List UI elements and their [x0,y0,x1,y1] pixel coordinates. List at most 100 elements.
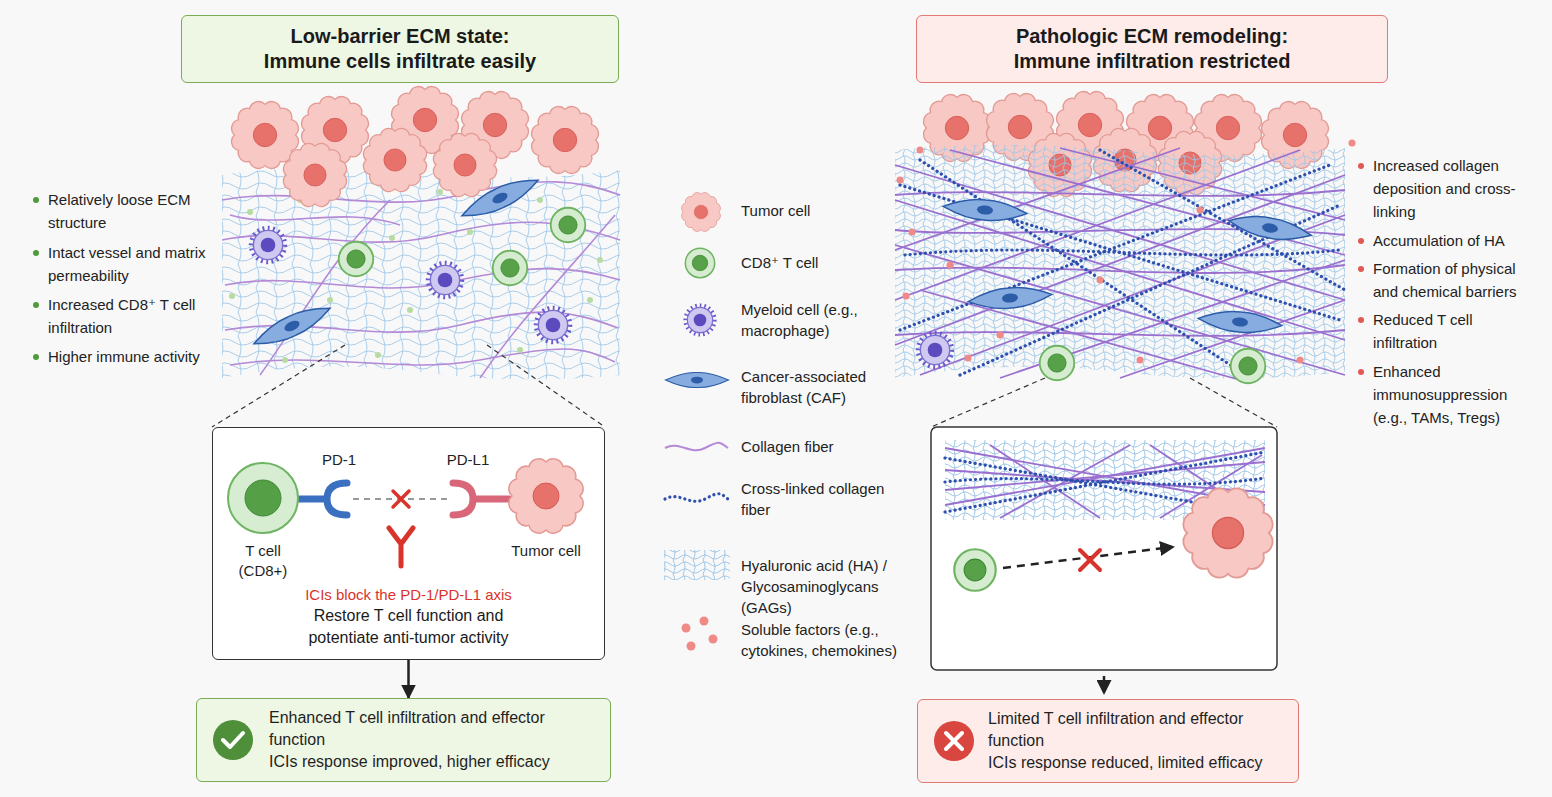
path-part [900,185,1340,320]
circle-part [245,480,281,516]
molecule-label: PD-1 [317,450,361,470]
legend-text: Collagen fiber [741,436,901,457]
legend-text: Hyaluronic acid (HA) / Glycosaminoglycan… [741,555,901,618]
outcome-box: Limited T cell infiltration and effector… [917,699,1299,783]
bullet-note: Increased collagen deposition and cross-… [1373,154,1538,223]
g-part [212,345,1277,427]
use-part [954,549,995,590]
circle-part [909,229,916,236]
g-part [897,140,1356,364]
svg-part [933,720,975,762]
use-part [250,299,335,353]
path-part [453,483,473,515]
circle-part [1297,357,1304,364]
path-part [393,491,409,507]
path-part [487,345,605,427]
path-part [920,160,1250,378]
box-text: T cell (CD8+) [223,541,303,581]
bullet-note: Reduced T cell infiltration [1373,308,1538,354]
circle-part [1137,357,1144,364]
circle-part [247,209,253,215]
circle-part [700,617,709,626]
path-part [222,182,620,202]
tumor-icon [506,456,586,541]
bullet-note: Increased CD8⁺ T cell infiltration [48,293,218,339]
legend-text: Soluble factors (e.g., cytokines, chemok… [741,619,901,661]
circle-part [327,297,333,303]
inset-box: ICIs block the PD-1/PD-L1 axisRestore T … [212,427,605,660]
circle-part [709,635,718,644]
box-text: Enhanced T cell infiltration and effecto… [269,707,600,751]
circle-part [517,347,523,353]
g-part [1080,550,1100,570]
path-part [931,378,1045,427]
bullet-note: Accumulation of HA [1373,229,1538,252]
circle-part [947,262,954,269]
path-part [230,349,615,365]
legend-text: Cancer-associated fibroblast (CAF) [741,366,901,408]
circle-part [965,355,972,362]
bullet-note: Higher immune activity [48,345,218,368]
use-part [433,133,496,196]
path-part [905,250,1340,255]
use-part [532,107,599,174]
path-part [665,443,728,451]
path-part [895,245,1345,375]
path-part [950,150,1345,255]
use-part [363,128,426,191]
use-part [685,248,714,277]
path-part [389,528,413,566]
circle-part [375,352,381,358]
circle-part [437,189,443,195]
use-part [232,102,299,169]
circle-part [282,357,288,363]
circle-part [687,642,696,651]
g-part [900,150,1345,378]
path-part [222,167,620,380]
path-part [895,330,1345,336]
path-part [1190,378,1277,427]
box-text: Low-barrier ECM state: Immune cells infi… [257,24,543,74]
circle-part [537,197,543,203]
use-part [458,171,543,225]
svg-part [506,456,586,536]
legend-text: CD8⁺ T cell [741,252,901,273]
path-part [945,478,1265,484]
path-part [900,165,1330,330]
use-part [283,143,346,206]
circle-part [229,293,235,299]
path-part [212,345,345,427]
use-part [509,459,583,533]
g-part [682,617,718,651]
circle-part [228,463,298,533]
box-body: ICIs response reduced, limited efficacy [988,752,1290,774]
molecule-label: PD-L1 [439,450,497,470]
circle-part [467,229,473,235]
use-part [1040,346,1075,381]
path-part [475,496,509,503]
box-body: ICIs response improved, higher efficacy [269,751,600,773]
bullet-note: Relatively loose ECM structure [48,188,218,234]
box-body: Restore T cell function and potentiate a… [278,605,540,649]
circle-part [934,721,974,761]
panel-title: Low-barrier ECM state: Immune cells infi… [181,15,619,83]
svg-part [212,719,254,761]
path-part [1060,148,1345,220]
box-text: Pathologic ECM remodeling: Immune infilt… [997,24,1307,74]
outcome-box: Enhanced T cell infiltration and effecto… [196,698,611,782]
path-part [299,496,325,503]
use-part [967,284,1052,311]
use-part [252,229,285,262]
bullet-note: Intact vessel and matrix permeability [48,241,218,287]
path-part [260,200,390,375]
circle-part [997,332,1004,339]
box-text: Limited T cell infiltration and effector… [988,708,1290,752]
path-part [665,494,728,502]
path-part [895,148,1180,250]
panel-title: Pathologic ECM remodeling: Immune infilt… [916,15,1388,83]
path-part [1080,550,1100,570]
circle-part [587,297,593,303]
use-part [1183,488,1272,577]
path-part [1080,550,1100,570]
flow-arrow [407,660,410,698]
